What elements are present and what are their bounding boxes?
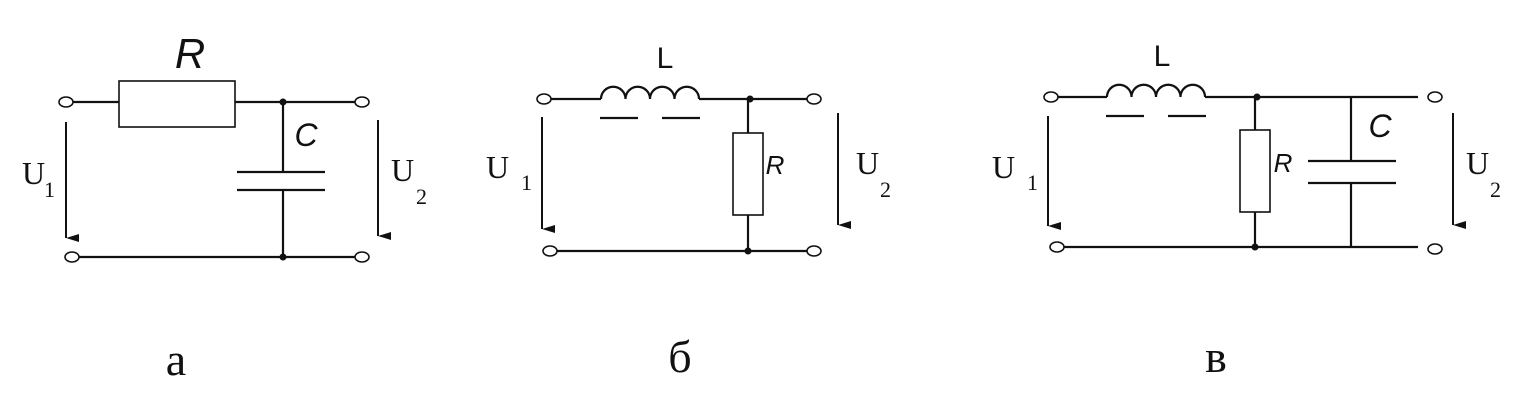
terminal bbox=[806, 93, 822, 105]
output-voltage-symbol: U bbox=[856, 145, 879, 181]
junction-dot bbox=[1253, 93, 1261, 101]
terminal bbox=[354, 96, 370, 108]
terminal bbox=[1427, 243, 1443, 255]
terminal bbox=[58, 96, 74, 108]
inductor-symbol bbox=[1105, 83, 1207, 98]
terminal bbox=[1049, 241, 1065, 253]
input-voltage-symbol: U bbox=[486, 149, 509, 185]
output-voltage-subscript: 2 bbox=[880, 177, 891, 202]
output-voltage-subscript: 2 bbox=[1490, 177, 1501, 202]
output-voltage-subscript: 2 bbox=[416, 184, 427, 209]
terminal bbox=[542, 245, 558, 257]
capacitor-label: C bbox=[1368, 108, 1392, 144]
input-voltage-subscript: 1 bbox=[1027, 170, 1038, 195]
input-voltage-symbol: U bbox=[992, 149, 1015, 185]
inductor-symbol bbox=[599, 85, 701, 100]
input-voltage-symbol: U bbox=[22, 155, 45, 191]
resistor-label: R bbox=[1274, 148, 1293, 178]
caption-a: а bbox=[166, 334, 186, 385]
inductor-label: L bbox=[657, 42, 674, 75]
junction-dot bbox=[744, 247, 752, 255]
resistor-label: R bbox=[175, 30, 205, 77]
resistor-symbol bbox=[1239, 129, 1271, 213]
circuit-a-rc: R C U 1 U 2 а bbox=[22, 30, 427, 385]
terminal bbox=[806, 245, 822, 257]
input-voltage-subscript: 1 bbox=[44, 177, 55, 202]
circuit-b-lr: L R U 1 U 2 б bbox=[486, 42, 891, 382]
resistor-symbol bbox=[118, 80, 236, 128]
circuit-c-lrc: L R C U 1 U 2 в bbox=[992, 40, 1501, 382]
inductor-label: L bbox=[1154, 40, 1171, 73]
terminal bbox=[354, 251, 370, 263]
terminal bbox=[1427, 91, 1443, 103]
terminal bbox=[536, 93, 552, 105]
input-voltage-subscript: 1 bbox=[521, 170, 532, 195]
terminal bbox=[64, 251, 80, 263]
resistor-label: R bbox=[766, 150, 785, 180]
caption-b: б bbox=[668, 331, 691, 382]
caption-c: в bbox=[1205, 331, 1227, 382]
capacitor-label: C bbox=[294, 117, 318, 153]
output-voltage-symbol: U bbox=[391, 152, 414, 188]
output-voltage-symbol: U bbox=[1466, 145, 1489, 181]
junction-dot bbox=[279, 98, 287, 106]
junction-dot bbox=[746, 95, 754, 103]
resistor-symbol bbox=[732, 132, 764, 216]
junction-dot bbox=[279, 253, 287, 261]
junction-dot bbox=[1251, 243, 1259, 251]
terminal bbox=[1043, 91, 1059, 103]
